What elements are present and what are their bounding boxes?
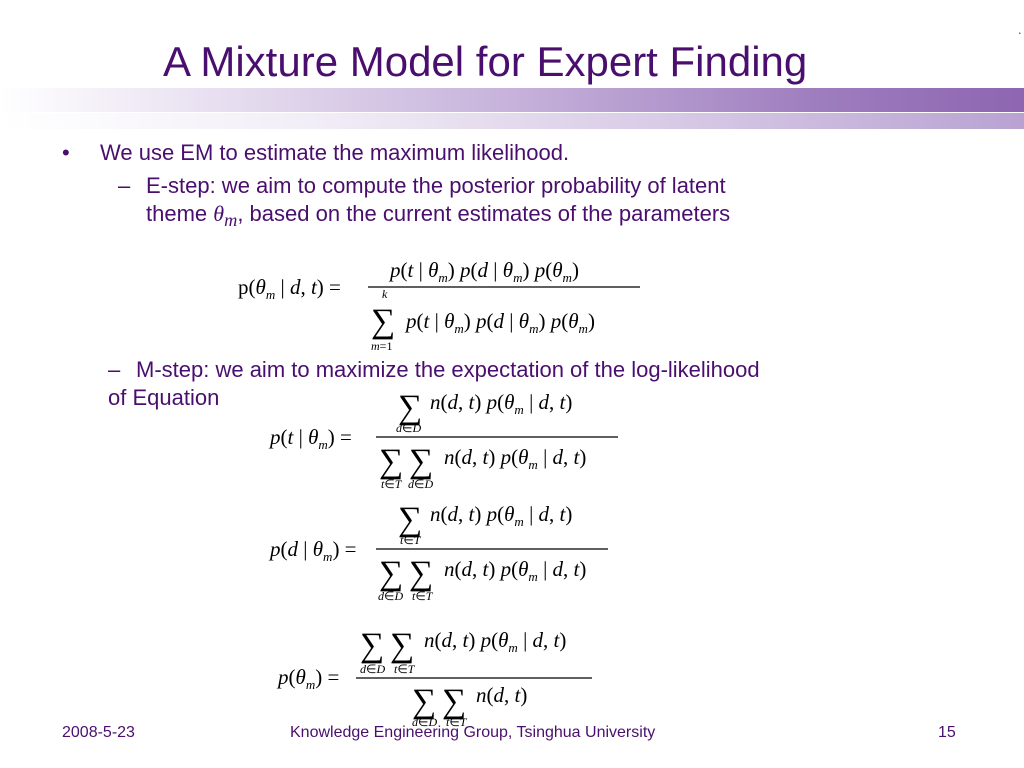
svg-text:p(t | θm) p(d | θm) p(θm): p(t | θm) p(d | θm) p(θm) (388, 258, 579, 285)
sub-bullet-marker: – (108, 357, 121, 382)
svg-text:p(t | θm) p(d | θm) p(θm): p(t | θm) p(d | θm) p(θm) (404, 309, 595, 336)
footer-organization: Knowledge Engineering Group, Tsinghua Un… (290, 724, 656, 741)
footer-date: 2008-5-23 (62, 724, 135, 741)
svg-text:∑: ∑ (379, 555, 403, 592)
svg-text:n(d, t) p(θm | d, t): n(d, t) p(θm | d, t) (444, 557, 586, 584)
svg-text:p(θm) =: p(θm) = (276, 665, 339, 692)
title-gradient-band-lower (0, 113, 1024, 129)
m-step-line-2: of Equation (108, 385, 220, 410)
svg-text:n(d, t) p(θm | d, t): n(d, t) p(θm | d, t) (424, 628, 566, 655)
e-step-line-2-post: , based on the current estimates of the … (237, 201, 731, 226)
equation-posterior: p(θm | d, t) = p(t | θm) p(d | θm) p(θm)… (238, 258, 640, 353)
sub-bullet-marker: – (118, 173, 131, 198)
svg-text:p(t | θm) =: p(t | θm) = (268, 425, 352, 452)
svg-text:p(d | θm) =: p(d | θm) = (268, 537, 357, 564)
m-step-line-1: M-step: we aim to maximize the expectati… (136, 357, 760, 382)
svg-text:k: k (382, 287, 388, 301)
bullet-marker: • (62, 140, 70, 165)
svg-text:m=1: m=1 (371, 339, 392, 353)
svg-text:t∈T: t∈T (446, 715, 468, 729)
theta-symbol: θ (213, 201, 225, 226)
svg-text:d∈D: d∈D (408, 477, 433, 491)
equation-p-theta: ∑ ∑ d∈D t∈T n(d, t) p(θm | d, t) p(θm) =… (276, 627, 592, 729)
svg-text:∑: ∑ (360, 627, 384, 664)
equation-p-d-given-theta: ∑ n(d, t) p(θm | d, t) t∈T p(d | θm) = ∑… (268, 501, 608, 603)
bullet-text: We use EM to estimate the maximum likeli… (100, 140, 570, 165)
svg-text:n(d, t): n(d, t) (476, 683, 527, 707)
svg-text:d∈D: d∈D (396, 421, 421, 435)
e-step-line-2-pre: theme (146, 201, 214, 226)
footer-page-number: 15 (938, 724, 956, 741)
svg-text:p(θm | d, t) =: p(θm | d, t) = (238, 275, 341, 302)
svg-text:t∈T: t∈T (400, 533, 422, 547)
svg-text:∑: ∑ (390, 627, 414, 664)
svg-text:d∈D: d∈D (378, 589, 403, 603)
svg-text:t∈T: t∈T (412, 589, 434, 603)
svg-text:∑: ∑ (412, 683, 436, 720)
slide-title: A Mixture Model for Expert Finding (163, 38, 808, 85)
svg-text:n(d, t) p(θm | d, t): n(d, t) p(θm | d, t) (430, 502, 572, 529)
corner-mark: · (1017, 24, 1022, 40)
svg-text:n(d, t) p(θm | d, t): n(d, t) p(θm | d, t) (444, 445, 586, 472)
svg-text:∑: ∑ (442, 683, 466, 720)
svg-text:n(d, t) p(θm | d, t): n(d, t) p(θm | d, t) (430, 390, 572, 417)
svg-text:∑: ∑ (409, 555, 433, 592)
equation-p-t-given-theta: ∑ n(d, t) p(θm | d, t) d∈D p(t | θm) = ∑… (268, 389, 618, 491)
theta-subscript: m (224, 210, 238, 231)
svg-text:t∈T: t∈T (381, 477, 403, 491)
svg-text:d∈D: d∈D (412, 715, 437, 729)
svg-text:∑: ∑ (371, 303, 395, 340)
e-step-line-1: E-step: we aim to compute the posterior … (146, 173, 726, 198)
svg-text:∑: ∑ (398, 389, 422, 426)
title-gradient-band (0, 88, 1024, 112)
svg-text:∑: ∑ (398, 501, 422, 538)
svg-text:d∈D: d∈D (360, 662, 385, 676)
e-step-line-2: theme θm, based on the current estimates… (146, 200, 730, 234)
svg-text:∑: ∑ (379, 443, 403, 480)
svg-text:∑: ∑ (409, 443, 433, 480)
svg-text:t∈T: t∈T (394, 662, 416, 676)
